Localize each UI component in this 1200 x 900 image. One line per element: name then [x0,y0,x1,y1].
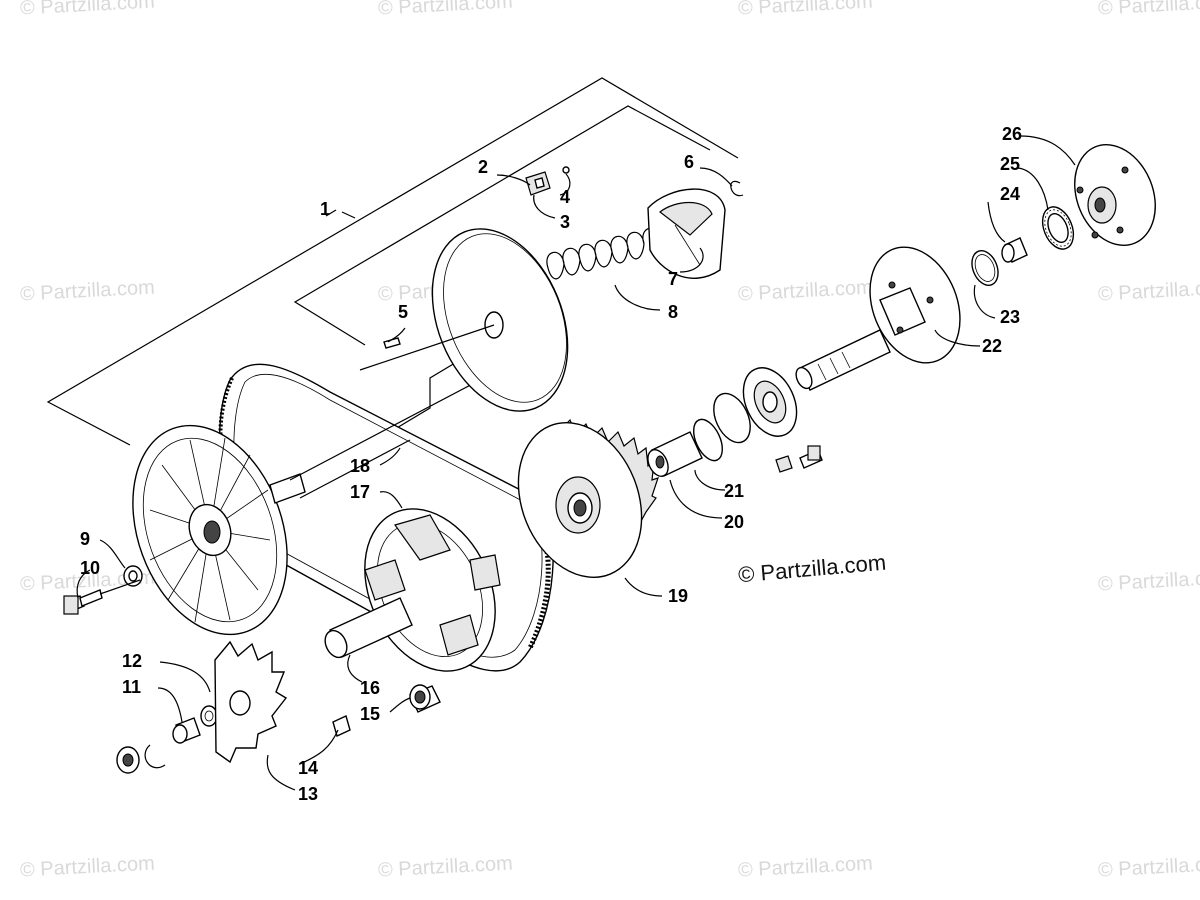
callout-21: 21 [724,481,744,501]
callout-14: 14 [298,758,318,778]
callout-19: 19 [668,586,688,606]
spacer-collar [647,431,703,477]
callout-3: 3 [560,212,570,232]
callout-2: 2 [478,157,488,177]
callout-15: 15 [360,704,380,724]
callout-1: 1 [320,199,330,219]
callout-16: 16 [360,678,380,698]
clutch-housing [1074,144,1156,246]
callout-8: 8 [668,302,678,322]
seal-ring [971,250,999,286]
o-ring [692,418,724,462]
callout-9: 9 [80,529,90,549]
leader-lines [76,135,1076,791]
bushing-collar [1001,237,1028,263]
drive-shaft-tube [324,597,413,659]
thin-washer [200,705,218,727]
hex-nut [775,455,793,473]
callout-7: 7 [668,269,678,289]
output-shaft [795,329,891,391]
slider-block [332,715,351,737]
hex-bolt [799,445,823,469]
spring-cover-cup [647,188,726,279]
callout-5: 5 [398,302,408,322]
roller-slider [525,171,551,196]
callout-4: 4 [560,187,570,207]
callout-13: 13 [298,784,318,804]
callout-6: 6 [684,152,694,172]
retaining-ring [713,392,751,444]
callout-18: 18 [350,456,370,476]
callout-11: 11 [122,677,141,697]
fixed-sheave [517,418,659,578]
callout-labels: 1 2 3 4 5 6 7 8 9 10 11 12 13 14 15 16 1… [80,124,1022,804]
snap-ring [730,180,744,197]
clutch-spring [546,227,661,280]
callout-20: 20 [724,512,744,532]
cap-screw [63,589,103,615]
callout-26: 26 [1002,124,1022,144]
driven-clutch-sheave [132,379,481,636]
callout-17: 17 [350,482,370,502]
needle-bearing [409,684,441,713]
callout-10: 10 [80,558,100,578]
callout-24: 24 [1000,184,1020,204]
bushing [172,717,201,744]
lock-nut [116,746,140,774]
callout-22: 22 [982,336,1002,356]
circlip [144,744,166,769]
movable-sheave-disc [359,228,569,412]
pin-small [562,166,570,174]
one-way-sprag [1041,206,1075,250]
callout-12: 12 [122,651,142,671]
assembly-bracket [46,77,739,469]
ball-bearing [742,367,798,437]
callout-25: 25 [1000,154,1020,174]
callout-23: 23 [1000,307,1020,327]
cam-plate [214,640,288,764]
